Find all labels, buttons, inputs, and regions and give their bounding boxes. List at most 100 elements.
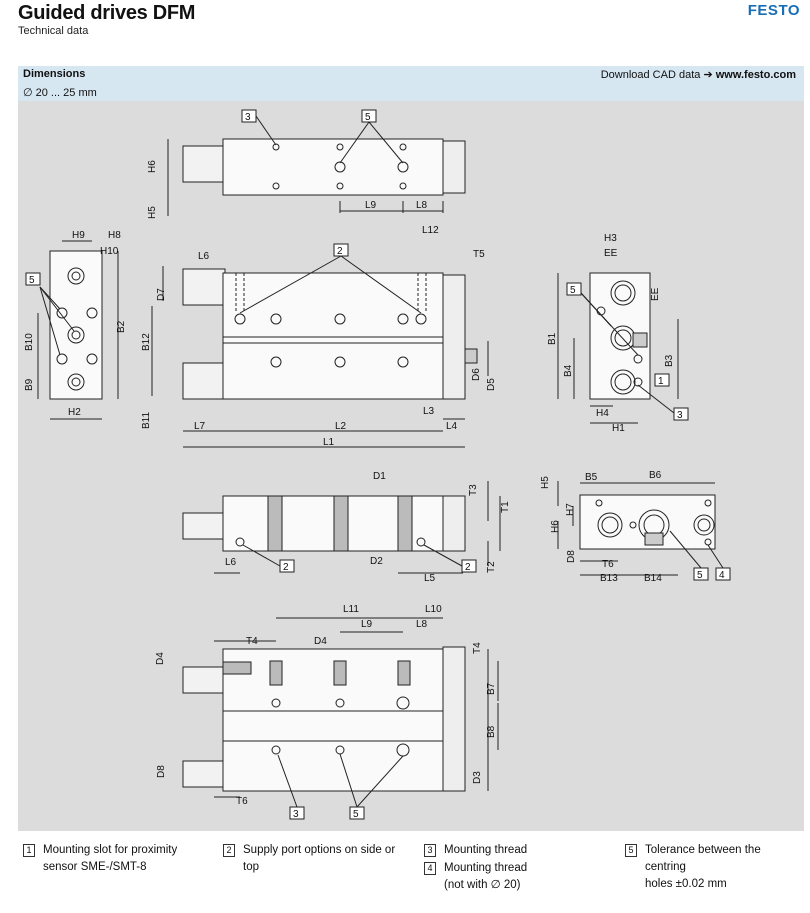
dim-B13: B13 — [600, 573, 618, 584]
callout-5-bottom: 5 — [697, 570, 703, 581]
dim-L5: L5 — [424, 573, 436, 584]
view-main-side: L6 L12 T5 D7 B12 B11 L7 L2 L1 L3 L4 D6 D… — [141, 225, 497, 448]
view-right-end: H3 EE EE B1 B4 B3 H4 H1 5 1 3 — [547, 233, 689, 434]
festo-logo: FESTO — [747, 2, 800, 19]
legend-item: 3 Mounting thread — [424, 842, 527, 859]
dim-L7: L7 — [194, 421, 206, 432]
dim-EE-vertical: EE — [650, 287, 661, 301]
callout-2-section-left: 2 — [283, 562, 289, 573]
callout-1: 1 — [658, 376, 664, 387]
dim-B10: B10 — [24, 333, 35, 351]
callout-5-right: 5 — [570, 285, 576, 296]
section-header: Dimensions ∅ 20 ... 25 mm Download CAD d… — [18, 66, 804, 101]
dim-T2: T2 — [486, 561, 497, 573]
arrow-right-icon: ➔ — [703, 69, 713, 81]
view-end-bottom: H5 H7 H6 B5 B6 D8 T6 B13 B14 5 4 — [540, 470, 731, 584]
callout-3: 3 — [245, 112, 251, 123]
dim-L9: L9 — [365, 200, 377, 211]
callout-2-section-right: 2 — [465, 562, 471, 573]
dim-H10: H10 — [100, 246, 119, 257]
dim-L1: L1 — [323, 437, 335, 448]
callout-4: 4 — [719, 570, 725, 581]
dim-B12: B12 — [141, 333, 152, 351]
callout-5: 5 — [365, 112, 371, 123]
legend-item: 4 Mounting thread (not with ∅ 20) — [424, 860, 527, 894]
dim-H7: H7 — [565, 503, 576, 516]
dim-L4: L4 — [446, 421, 458, 432]
dim-T6: T6 — [236, 796, 248, 807]
legend-text: Mounting thread (not with ∅ 20) — [444, 862, 528, 891]
dim-H6: H6 — [147, 160, 158, 173]
dim-D2: D2 — [370, 556, 383, 567]
callout-5-left: 5 — [29, 275, 35, 286]
dim-L8-bottom: L8 — [416, 619, 428, 630]
technical-drawing-svg: H6 H5 L9 L8 3 5 H9 H8 H10 B10 B9 B2 H2 5 — [24, 109, 731, 820]
dim-D7: D7 — [156, 288, 167, 301]
cad-url: www.festo.com — [715, 69, 796, 81]
callout-3-right: 3 — [677, 410, 683, 421]
legend-number: 2 — [223, 844, 235, 857]
dim-L11: L11 — [343, 604, 359, 615]
legend-number: 4 — [424, 862, 436, 875]
dim-H8: H8 — [108, 230, 121, 241]
section-title: Dimensions — [23, 68, 86, 80]
dim-H2: H2 — [68, 407, 81, 418]
dim-H5-bottom: H5 — [540, 476, 551, 489]
view-bottom: L11 L10 L9 L8 T4 D4 D4 T4 B7 B8 D8 D3 T6… — [155, 604, 499, 820]
dim-D4-vertical: D4 — [155, 652, 166, 665]
dim-EE: EE — [604, 248, 618, 259]
legend: 1 Mounting slot for proximity sensor SME… — [18, 835, 804, 913]
dim-H9: H9 — [72, 230, 85, 241]
diameter-range: ∅ 20 ... 25 mm — [23, 87, 97, 99]
dim-L6: L6 — [198, 251, 210, 262]
dim-D8-bottom: D8 — [566, 550, 577, 563]
dimension-drawing: H6 H5 L9 L8 3 5 H9 H8 H10 B10 B9 B2 H2 5 — [18, 101, 804, 831]
callout-3-bottom: 3 — [293, 809, 299, 820]
dim-D6: D6 — [471, 368, 482, 381]
dim-D1: D1 — [373, 471, 386, 482]
page-title: Guided drives DFM — [18, 2, 196, 24]
dim-D3: D3 — [472, 771, 483, 784]
page-subtitle: Technical data — [18, 25, 89, 37]
dim-T6-bottom: T6 — [602, 559, 614, 570]
legend-text: Tolerance between the centring holes ±0.… — [645, 844, 761, 890]
dim-B3: B3 — [664, 354, 675, 367]
dim-D4: D4 — [314, 636, 327, 647]
legend-number: 5 — [625, 844, 637, 857]
dim-D8: D8 — [156, 765, 167, 778]
dim-B7: B7 — [486, 682, 497, 695]
dim-H1: H1 — [612, 423, 625, 434]
dim-B8: B8 — [486, 725, 497, 738]
dim-T3: T3 — [468, 484, 479, 496]
dim-B4: B4 — [563, 364, 574, 377]
dim-B11: B11 — [141, 412, 152, 429]
cad-download-link[interactable]: Download CAD data ➔ www.festo.com — [601, 68, 796, 81]
legend-text: Mounting slot for proximity sensor SME-/… — [43, 844, 178, 873]
dim-B6: B6 — [649, 470, 662, 481]
legend-item: 5 Tolerance between the centring holes ±… — [625, 842, 804, 893]
dim-L2: L2 — [335, 421, 347, 432]
dim-B5: B5 — [585, 472, 598, 483]
dim-T4-vertical: T4 — [472, 642, 483, 654]
legend-number: 3 — [424, 844, 436, 857]
view-left-end: H9 H8 H10 B10 B9 B2 H2 5 — [24, 230, 127, 420]
dim-B9: B9 — [24, 378, 35, 391]
dim-L3: L3 — [423, 406, 435, 417]
dim-T4: T4 — [246, 636, 258, 647]
dim-T1: T1 — [500, 501, 511, 513]
legend-item: 1 Mounting slot for proximity sensor SME… — [23, 842, 177, 876]
legend-number: 1 — [23, 844, 35, 857]
callout-2: 2 — [337, 246, 343, 257]
dim-B1: B1 — [547, 332, 558, 345]
legend-text: Supply port options on side or top — [243, 844, 396, 873]
dim-H5: H5 — [147, 206, 158, 219]
callout-5-bottom-view: 5 — [353, 809, 359, 820]
dim-B2: B2 — [116, 320, 127, 333]
dim-H4: H4 — [596, 408, 609, 419]
dim-B14: B14 — [644, 573, 662, 584]
dim-D5: D5 — [486, 378, 497, 391]
dim-L10: L10 — [425, 604, 442, 615]
dim-T5: T5 — [473, 249, 485, 260]
dim-L8: L8 — [416, 200, 428, 211]
dim-H3: H3 — [604, 233, 617, 244]
